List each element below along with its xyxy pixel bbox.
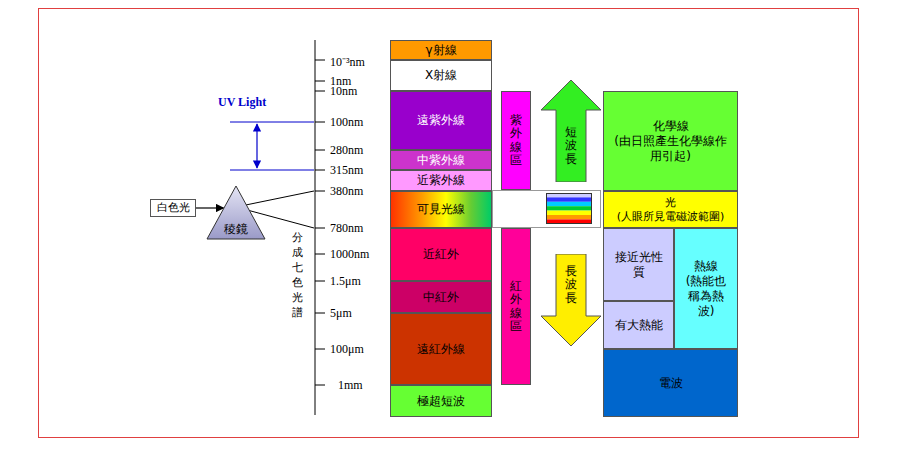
spectrum-band: γ射線 — [390, 40, 492, 60]
node-label: X射線 — [425, 68, 457, 83]
node-label: 有大熱能 — [615, 318, 663, 333]
scale-value: 10⁻³nm — [330, 53, 365, 70]
property-box: 熱線(熱能也稱為熱波) — [674, 228, 738, 349]
scale-value: 5μm — [330, 306, 352, 321]
node-label: 紅外線區 — [510, 280, 522, 333]
node-label: 接近光性質 — [614, 250, 663, 280]
node-label: 遠紅外線 — [417, 342, 465, 357]
node-label: 近紅外 — [423, 247, 459, 262]
node-label: 中紫外線 — [417, 153, 465, 168]
arrow-polygon — [541, 80, 601, 182]
visible-connector-panel — [493, 191, 601, 228]
property-box: 有大熱能 — [603, 301, 674, 349]
spectrum-band: 遠紅外線 — [390, 313, 492, 385]
scale-value: 780nm — [330, 221, 363, 236]
node-label: 中紅外 — [423, 290, 459, 305]
spectrum-band: X射線 — [390, 60, 492, 91]
scale-value: 280nm — [330, 143, 363, 158]
uv-label: UV Light — [218, 95, 266, 110]
spectrum-band: 近紫外線 — [390, 170, 492, 191]
light-ray — [236, 191, 314, 207]
scale-value: 100nm — [330, 115, 363, 130]
direction-arrow: 短波長 — [541, 80, 601, 182]
prism-triangle — [207, 186, 265, 239]
scale-ticks — [315, 60, 325, 385]
uv-range-line — [230, 170, 314, 171]
node-label: 長波長 — [565, 265, 577, 305]
input-box: 白色光 — [150, 199, 196, 217]
scale-value: 1000nm — [330, 247, 369, 262]
page-frame — [39, 9, 859, 438]
property-box: 化學線(由日照產生化學線作用引起) — [603, 91, 738, 191]
node-label: 極超短波 — [417, 394, 465, 409]
node-label: 化學線 — [653, 119, 689, 134]
node-label: γ射線 — [425, 43, 456, 58]
visible-colour-swatch — [546, 193, 592, 224]
spectrum-band: 中紅外 — [390, 281, 492, 313]
node-label: 白色光 — [157, 201, 190, 214]
scale-value: 1.5μm — [330, 274, 361, 289]
vertical-note: 分成七色光譜 — [292, 230, 303, 320]
scale-value: 315nm — [330, 163, 363, 178]
arrow-polygon — [541, 254, 601, 346]
uv-range-line — [230, 122, 314, 123]
spectrum-band: 中紫外線 — [390, 150, 492, 170]
node-note: (人眼所見電磁波範圍) — [617, 210, 725, 224]
property-box: 接近光性質 — [603, 228, 674, 301]
node-label: 稜鏡 — [224, 222, 248, 237]
scale-value: 10nm — [330, 84, 357, 99]
node-label: 近紫外線 — [417, 173, 465, 188]
node-note: (由日照產生化學線作用引起) — [612, 134, 729, 164]
node-label: 遠紫外線 — [417, 113, 465, 128]
spectrum-band: 可見光線 — [390, 191, 492, 228]
direction-arrow: 長波長 — [541, 254, 601, 346]
scale-value: 100μm — [330, 342, 364, 357]
property-box: 電波 — [603, 349, 738, 417]
node-label: 紫外線區 — [510, 114, 522, 167]
scale-value: 1mm — [338, 378, 363, 393]
spectrum-band: 近紅外 — [390, 228, 492, 281]
property-box: 光(人眼所見電磁波範圍) — [603, 191, 738, 228]
prism-shape: 稜鏡 — [206, 185, 266, 240]
node-label: 熱線 — [694, 259, 718, 274]
connector-arrow — [196, 207, 223, 208]
region-band: 紅外線區 — [501, 228, 531, 385]
uv-range-arrow — [256, 124, 257, 168]
node-label: 可見光線 — [417, 202, 465, 217]
node-note: (熱能也稱為熱波) — [681, 274, 731, 319]
node-label: 電波 — [659, 376, 683, 391]
region-band: 紫外線區 — [501, 91, 531, 190]
node-label: 光 — [665, 196, 676, 210]
scale-value: 380nm — [330, 184, 363, 199]
node-label: 短波長 — [565, 126, 577, 166]
spectrum-band: 極超短波 — [390, 385, 492, 417]
spectrum-band: 遠紫外線 — [390, 91, 492, 150]
